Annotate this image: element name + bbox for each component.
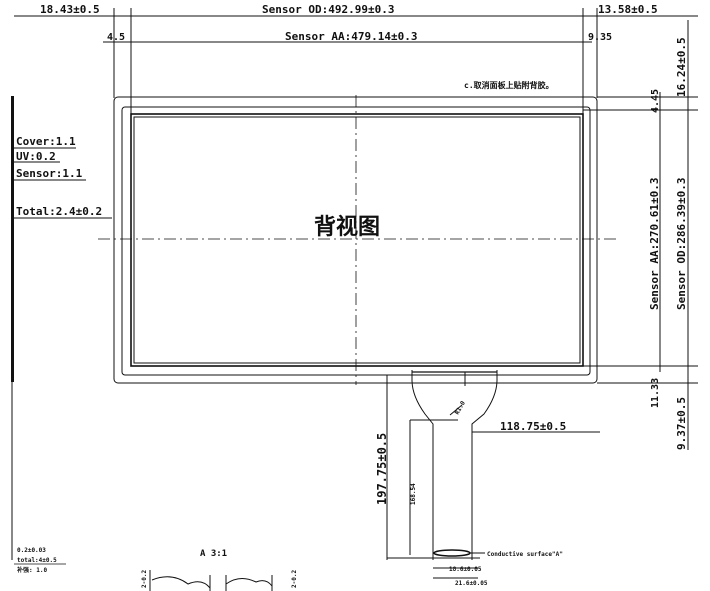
conductive-note: Conductive surface"A" (487, 551, 563, 558)
dim-fpc-width: 118.75±0.5 (500, 420, 566, 433)
stack-uv: UV:0.2 (16, 150, 56, 163)
dim-left-margin: 18.43±0.5 (40, 3, 100, 16)
dim-sensor-aa-height: Sensor AA:270.61±0.3 (648, 178, 661, 310)
stack-sensor: Sensor:1.1 (16, 167, 83, 180)
detail-dim-left: 2-0.2 (141, 570, 148, 588)
stack-cover: Cover:1.1 (16, 135, 76, 148)
dim-sensor-od-width: Sensor OD:492.99±0.3 (262, 3, 394, 16)
fpc-tail (386, 370, 600, 579)
dim-sensor-aa-width: Sensor AA:479.14±0.3 (285, 30, 417, 43)
dim-fpc-bend: R1.0 (454, 400, 467, 416)
detail-dim-right: 2-0.2 (291, 570, 298, 588)
dim-top-aa-offset: 4.45 (650, 89, 661, 113)
stack-note-3: 补强: 1.0 (16, 566, 47, 574)
dim-fpc-length: 197.75±0.5 (375, 433, 389, 505)
panel-outlines (113, 96, 598, 384)
dim-top-margin: 16.24±0.5 (675, 37, 688, 97)
dim-sensor-od-height: Sensor OD:286.39±0.3 (675, 178, 688, 310)
dim-fpc-inner-length: 168.54 (410, 483, 417, 505)
dim-fpc-tail-outer: 21.6±0.05 (455, 580, 488, 587)
dim-bottom-aa-offset: 11.33 (650, 378, 661, 408)
back-tape-note: c.取消面板上贴附背胶。 (464, 80, 554, 90)
detail-view-a (149, 570, 273, 591)
stack-side-view (11, 96, 112, 560)
stack-note-1: 0.2±0.03 (17, 547, 46, 554)
stack-total: Total:2.4±0.2 (16, 205, 102, 218)
dim-left-aa-offset: 4.5 (107, 32, 125, 43)
right-extension-lines (583, 20, 698, 450)
dim-fpc-tail-inner: 18.6±0.05 (449, 566, 482, 573)
view-label: 背视图 (314, 214, 380, 240)
stack-note-2: total:4±0.5 (17, 557, 57, 564)
center-lines (98, 95, 618, 385)
dim-right-aa-offset: 9.35 (588, 32, 612, 43)
detail-label: A 3:1 (200, 549, 227, 559)
top-dimensions (14, 8, 698, 116)
dim-right-margin: 13.58±0.5 (598, 3, 658, 16)
dim-bottom-margin: 9.37±0.5 (675, 397, 688, 450)
